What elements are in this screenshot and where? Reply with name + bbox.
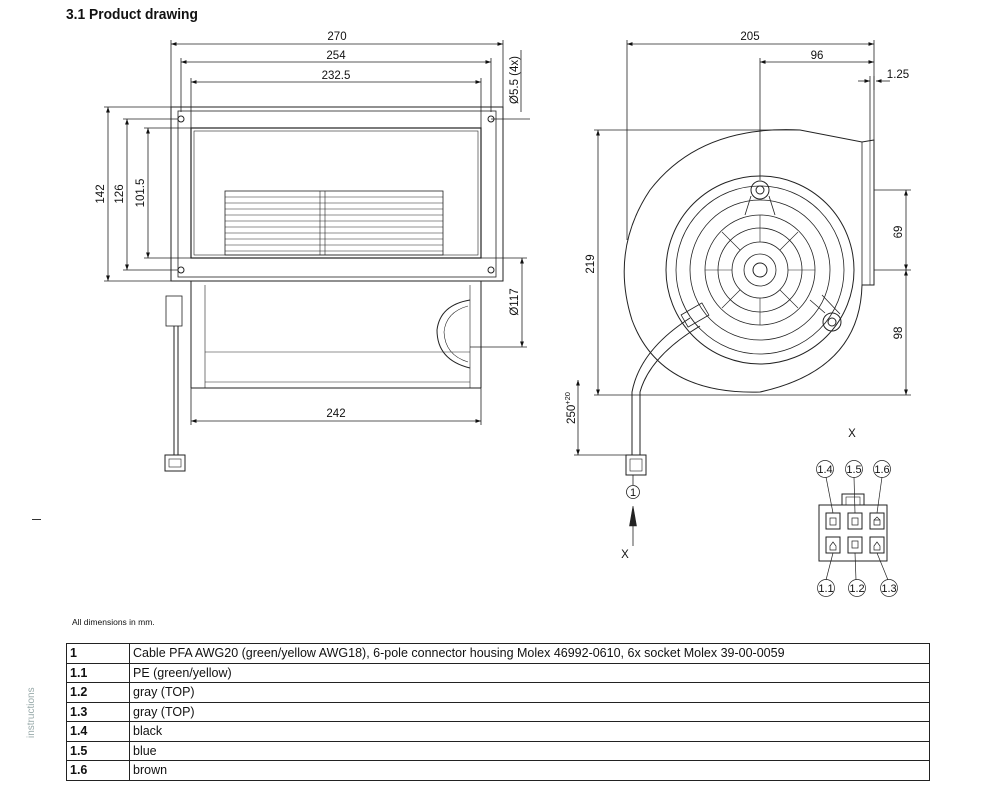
side-connector — [625, 454, 647, 476]
front-view — [164, 106, 504, 472]
pin-label: 1.1 — [818, 583, 833, 595]
pin-label: 1.6 — [874, 464, 889, 476]
motor-ring-outer — [665, 175, 855, 365]
row-key: 1.3 — [66, 701, 130, 722]
callout-1: 1 — [626, 475, 640, 499]
row-desc: brown — [129, 760, 930, 781]
row-key: 1.2 — [66, 682, 130, 703]
side-view — [623, 129, 875, 476]
dim-69: 69 — [893, 226, 905, 239]
pin-label: 1.5 — [846, 464, 861, 476]
dim-diameter-117: Ø117 — [509, 288, 521, 315]
connector-view-label: X — [848, 428, 856, 440]
side-dimension-lines — [574, 40, 911, 456]
dim-142: 142 — [95, 184, 107, 203]
margin-mark — [32, 519, 41, 520]
view-arrow — [629, 505, 637, 546]
dim-254: 254 — [326, 50, 346, 62]
scroll-housing — [623, 129, 875, 393]
connector-housing — [818, 493, 888, 562]
view-arrow-label: X — [621, 549, 629, 561]
outlet-opening — [190, 127, 482, 259]
dim-126: 126 — [114, 184, 126, 203]
row-desc: Cable PFA AWG20 (green/yellow AWG18), 6-… — [129, 643, 930, 664]
dim-98: 98 — [893, 327, 905, 340]
motor-hub — [752, 262, 768, 278]
cable-length-value: 250 — [566, 405, 578, 424]
pin-label: 1.4 — [817, 464, 832, 476]
impeller-grille — [224, 190, 444, 256]
callout-1-label: 1 — [630, 487, 636, 499]
section-title: 3.1 Product drawing — [66, 6, 198, 23]
dim-205: 205 — [740, 31, 759, 43]
side-margin-text: instructions — [26, 687, 37, 738]
front-dimension-lines — [104, 40, 530, 425]
pin-leaders — [816, 460, 898, 597]
dim-1-25: 1.25 — [887, 69, 909, 81]
dimensions-note: All dimensions in mm. — [72, 617, 155, 627]
row-desc: gray (TOP) — [129, 701, 930, 722]
pin-label: 1.2 — [849, 583, 864, 595]
dim-242: 242 — [326, 408, 345, 420]
cable-length-tolerance: +20 — [563, 392, 572, 405]
row-desc: gray (TOP) — [129, 682, 930, 703]
row-key: 1.1 — [66, 662, 130, 683]
row-key: 1 — [66, 643, 130, 664]
dim-232-5: 232.5 — [322, 70, 351, 82]
dim-270: 270 — [327, 31, 346, 43]
pin-label: 1.3 — [881, 583, 896, 595]
row-key: 1.6 — [66, 760, 130, 781]
row-desc: blue — [129, 740, 930, 761]
dim-96: 96 — [811, 50, 824, 62]
mounting-hole — [177, 115, 185, 123]
front-connector — [164, 454, 186, 472]
row-desc: PE (green/yellow) — [129, 662, 930, 683]
row-desc: black — [129, 721, 930, 742]
row-key: 1.5 — [66, 740, 130, 761]
dim-219: 219 — [585, 254, 597, 273]
row-key: 1.4 — [66, 721, 130, 742]
product-drawing: 270 254 232.5 Ø5.5 (4x) 142 126 101.5 Ø1… — [95, 31, 911, 597]
front-flange — [170, 106, 504, 282]
dim-101-5: 101.5 — [135, 179, 147, 208]
dim-cable-length: 250+20 — [563, 392, 578, 424]
dim-hole-diameter: Ø5.5 (4x) — [509, 56, 521, 104]
